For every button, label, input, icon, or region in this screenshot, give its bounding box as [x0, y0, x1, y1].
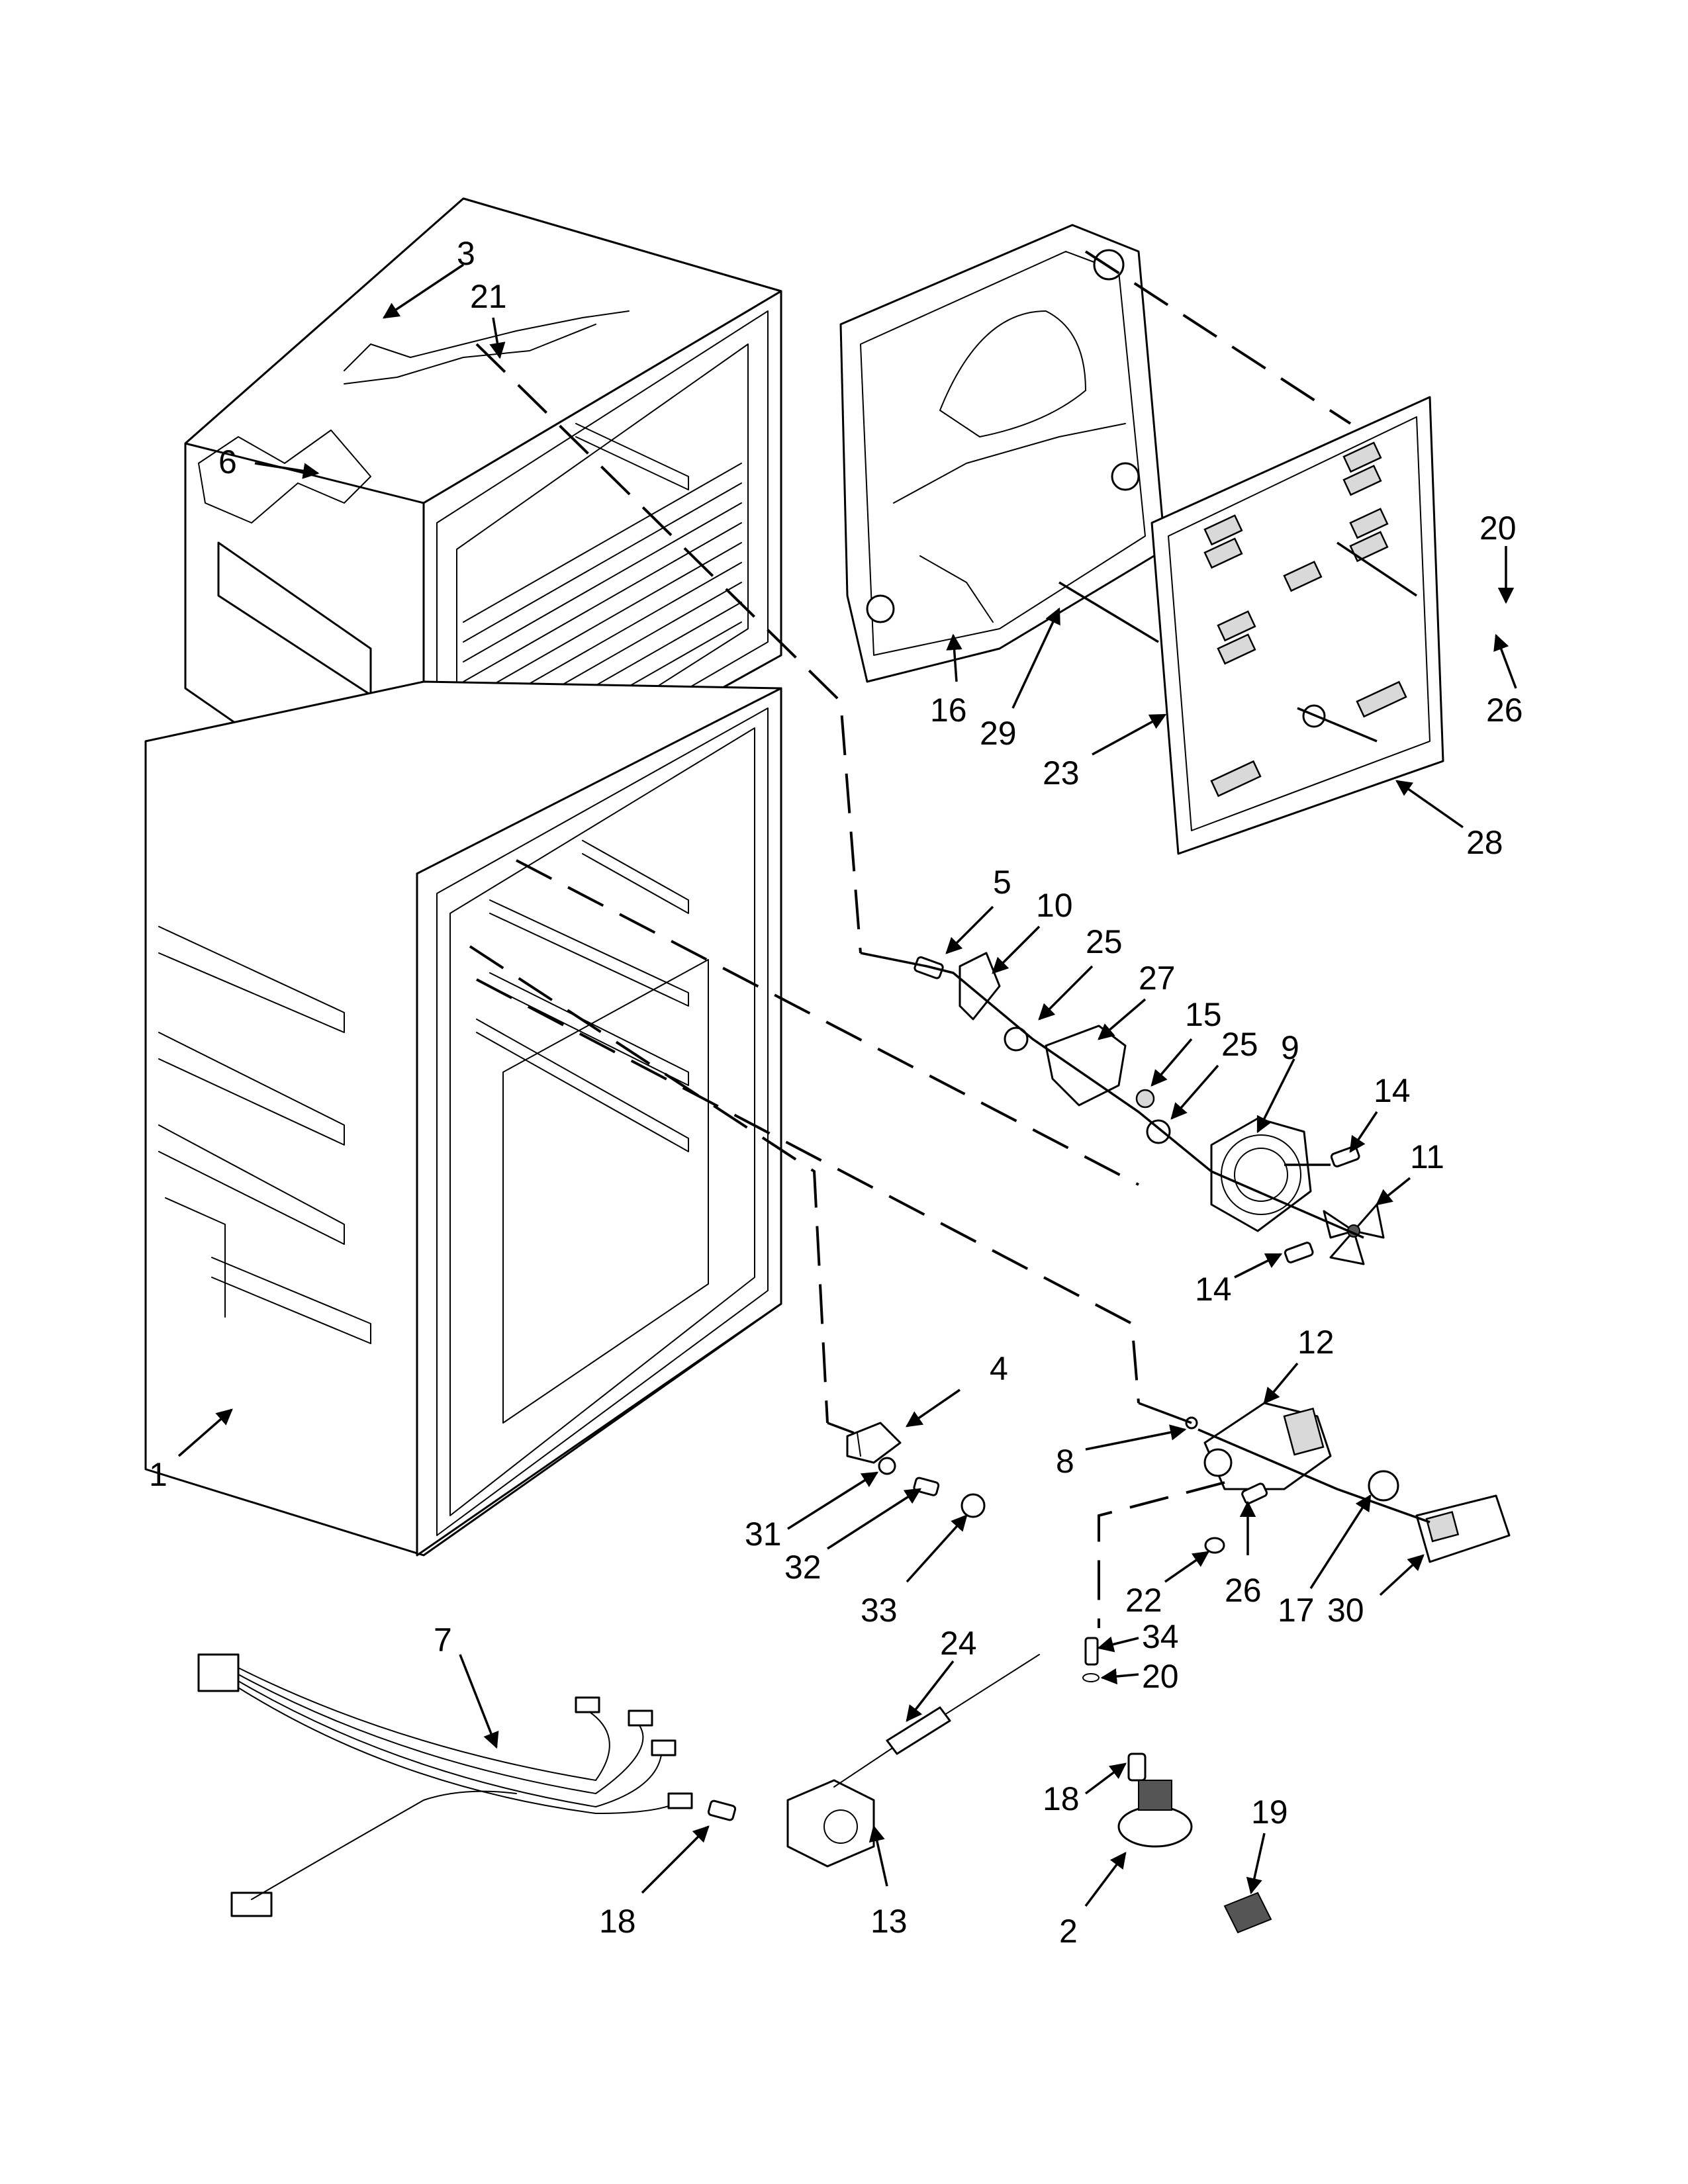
damper-housing-part-12: [1203, 1402, 1332, 1490]
callout-17: 17: [1278, 1592, 1315, 1629]
terminal-a: [575, 1696, 600, 1713]
callout-1: 1: [149, 1456, 167, 1493]
callout-12: 12: [1297, 1324, 1335, 1361]
screw-18b: [1127, 1752, 1147, 1782]
terminal-c: [651, 1739, 677, 1756]
air-diffuser-rear-part-16: [839, 224, 1166, 683]
callout-6: 6: [218, 443, 237, 480]
callout-26-second: 26: [1225, 1572, 1262, 1609]
callout-9: 9: [1281, 1029, 1299, 1066]
callout-5: 5: [993, 864, 1011, 901]
callout-27: 27: [1139, 960, 1176, 997]
fresh-food-liner: [144, 680, 782, 1557]
callout-18: 18: [1043, 1780, 1080, 1817]
callout-31: 31: [745, 1516, 782, 1553]
callout-7: 7: [434, 1621, 452, 1659]
callout-33: 33: [861, 1592, 898, 1629]
callout-30: 30: [1327, 1592, 1364, 1629]
callout-13: 13: [870, 1903, 908, 1940]
screw-14a: [1330, 1146, 1360, 1167]
screw-32: [913, 1477, 940, 1496]
callout-labels: 3 21 6 20 26 16 29 23 28 5 10 25 27 15 2…: [149, 235, 1523, 1950]
panel-vent-slots: [1203, 441, 1407, 797]
plug-22: [1204, 1537, 1225, 1554]
callout-22: 22: [1125, 1582, 1162, 1619]
callout-23: 23: [1043, 754, 1080, 792]
callout-26: 26: [1486, 692, 1523, 729]
control-knob-part-2: [1117, 1780, 1193, 1848]
control-cover-part-30: [1415, 1494, 1511, 1563]
callout-3: 3: [457, 235, 475, 272]
screw-26b: [1241, 1482, 1268, 1504]
screw-18a: [707, 1799, 737, 1821]
callout-11: 11: [1410, 1138, 1444, 1175]
callout-leaders: [177, 263, 1517, 1907]
grommet-25a: [1004, 1026, 1029, 1052]
callout-34: 34: [1142, 1618, 1179, 1655]
callout-25-second: 25: [1221, 1026, 1258, 1063]
control-part-13: [786, 1654, 1040, 1868]
callout-18-second: 18: [599, 1903, 636, 1940]
assembly-dash-lines: [469, 250, 1430, 1628]
bulb-33: [961, 1493, 986, 1518]
screw-34: [1084, 1637, 1099, 1666]
callout-2: 2: [1059, 1913, 1078, 1950]
callout-4: 4: [990, 1350, 1008, 1387]
callout-16: 16: [930, 692, 967, 729]
screw-14b: [1284, 1242, 1314, 1263]
clip-part-19: [1223, 1891, 1272, 1934]
harness-connector-main: [197, 1653, 240, 1692]
callout-14-second: 14: [1195, 1271, 1232, 1308]
air-diffuser-panel-part-23: [1150, 396, 1444, 855]
callout-32: 32: [784, 1549, 821, 1586]
callout-28: 28: [1466, 824, 1503, 861]
grommet-31: [878, 1457, 896, 1475]
terminal-d: [667, 1792, 693, 1809]
callout-25: 25: [1086, 923, 1123, 960]
callout-14: 14: [1374, 1072, 1411, 1109]
callout-29: 29: [980, 715, 1017, 752]
callout-20: 20: [1479, 510, 1517, 547]
bulb-17: [1368, 1470, 1399, 1502]
callout-21: 21: [470, 278, 507, 315]
callout-10: 10: [1036, 887, 1073, 924]
harness-connector-small: [230, 1891, 273, 1917]
callout-8: 8: [1056, 1443, 1074, 1480]
grommet-25b: [1146, 1119, 1171, 1144]
terminal-b: [628, 1709, 653, 1727]
fan-bracket-9: [1210, 1117, 1312, 1232]
callout-19: 19: [1251, 1794, 1288, 1831]
plug-15: [1135, 1089, 1155, 1109]
washer-20b: [1082, 1673, 1100, 1682]
callout-20-second: 20: [1142, 1658, 1179, 1695]
wire-harness-part-7: [197, 1653, 693, 1917]
callout-24: 24: [940, 1625, 977, 1662]
bracket-10: [959, 952, 1001, 1021]
light-socket-part-4: [846, 1422, 902, 1464]
callout-15: 15: [1185, 996, 1222, 1033]
capillary-tube-24: [886, 1706, 951, 1755]
